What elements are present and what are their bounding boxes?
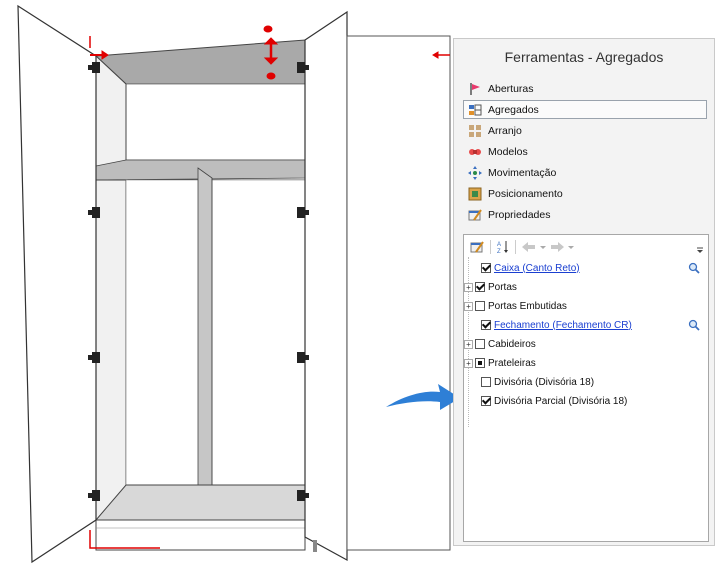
flag-icon: [470, 82, 480, 95]
dimension-handles[interactable]: [89, 25, 450, 549]
tool-label: Modelos: [488, 145, 528, 158]
curved-arrow-icon: [386, 384, 460, 410]
tree-item[interactable]: Divisória Parcial (Divisória 18): [470, 392, 627, 410]
expand-icon[interactable]: +: [464, 339, 473, 349]
tree-item-label: Divisória Parcial (Divisória 18): [494, 395, 628, 407]
tool-label: Agregados: [488, 103, 539, 116]
left-door[interactable]: [17, 4, 97, 564]
tree-item-label[interactable]: Caixa (Canto Reto): [494, 262, 580, 274]
tool-label: Aberturas: [488, 82, 534, 95]
tool-posicionamento[interactable]: Posicionamento: [463, 184, 707, 203]
tool-modelos[interactable]: Modelos: [463, 142, 707, 161]
back-arrow-icon[interactable]: [522, 242, 536, 252]
aggregates-icon: [469, 104, 482, 115]
tree-item-checkbox[interactable]: [481, 263, 491, 273]
move-icon: [468, 165, 482, 180]
wardrobe-3d-viewport[interactable]: [0, 0, 460, 584]
side-closure-panel[interactable]: [346, 35, 451, 551]
tool-list: Aberturas Agregados Arranjo Modelos Movi…: [463, 79, 707, 226]
tool-propriedades[interactable]: Propriedades: [463, 205, 707, 224]
hinge-icons: [88, 62, 309, 501]
magnifier-icon[interactable]: [688, 319, 700, 331]
tree-item-checkbox[interactable]: [475, 358, 485, 368]
toolbar-overflow-icon[interactable]: [696, 246, 704, 254]
magnifier-icon[interactable]: [688, 262, 700, 274]
tree-item[interactable]: + Portas: [464, 278, 517, 296]
tree-item-label[interactable]: Fechamento (Fechamento CR): [494, 319, 632, 331]
tree-item-label: Portas Embutidas: [488, 300, 567, 312]
toolbar-separator: [515, 240, 516, 254]
position-icon: [468, 187, 482, 200]
tree-item-checkbox[interactable]: [475, 282, 485, 292]
tree-item-label: Divisória (Divisória 18): [494, 376, 595, 388]
tree-item[interactable]: Divisória (Divisória 18): [470, 373, 594, 391]
cabinet-feet: [313, 540, 317, 552]
tree-item-label: Cabideiros: [488, 338, 536, 350]
tree-item-checkbox[interactable]: [475, 339, 485, 349]
grid-icon: [469, 124, 481, 137]
svg-text:Z: Z: [497, 249, 501, 254]
expand-icon[interactable]: +: [464, 301, 473, 311]
toolbar-separator: [490, 240, 491, 254]
models-icon: [469, 148, 481, 155]
tool-label: Arranjo: [488, 124, 522, 137]
sort-az-icon[interactable]: AZ: [497, 240, 509, 254]
tree-item[interactable]: Fechamento (Fechamento CR): [470, 316, 632, 334]
tool-label: Posicionamento: [488, 187, 563, 200]
tool-arranjo[interactable]: Arranjo: [463, 121, 707, 140]
tool-label: Movimentação: [488, 166, 557, 179]
expand-icon[interactable]: +: [464, 282, 473, 292]
tree-item-checkbox[interactable]: [481, 377, 491, 387]
properties-icon: [468, 208, 482, 221]
tool-label: Propriedades: [488, 208, 551, 221]
tool-movimentacao[interactable]: Movimentação: [463, 163, 707, 182]
tree-item[interactable]: Caixa (Canto Reto): [470, 259, 580, 277]
chevron-down-icon[interactable]: [568, 242, 574, 252]
tree-item[interactable]: + Prateleiras: [464, 354, 536, 372]
panel-title: Ferramentas - Agregados: [504, 49, 664, 65]
tree-item[interactable]: + Cabideiros: [464, 335, 536, 353]
tool-aberturas[interactable]: Aberturas: [463, 79, 707, 98]
tree-item-label: Prateleiras: [488, 357, 536, 369]
svg-text:A: A: [497, 242, 501, 248]
tools-panel: Ferramentas - Agregados Aberturas Agrega…: [453, 38, 715, 546]
tree-item-label: Portas: [488, 281, 517, 293]
cabinet-body: [94, 39, 306, 551]
tool-agregados[interactable]: Agregados: [463, 100, 707, 119]
chevron-down-icon[interactable]: [540, 242, 546, 252]
tree-item-checkbox[interactable]: [481, 320, 491, 330]
forward-arrow-icon[interactable]: [550, 242, 564, 252]
tree-item-checkbox[interactable]: [475, 301, 485, 311]
expand-icon[interactable]: +: [464, 358, 473, 368]
tree-item-checkbox[interactable]: [481, 396, 491, 406]
properties-icon[interactable]: [470, 240, 484, 254]
right-door[interactable]: [304, 10, 348, 562]
tree-item[interactable]: + Portas Embutidas: [464, 297, 567, 315]
